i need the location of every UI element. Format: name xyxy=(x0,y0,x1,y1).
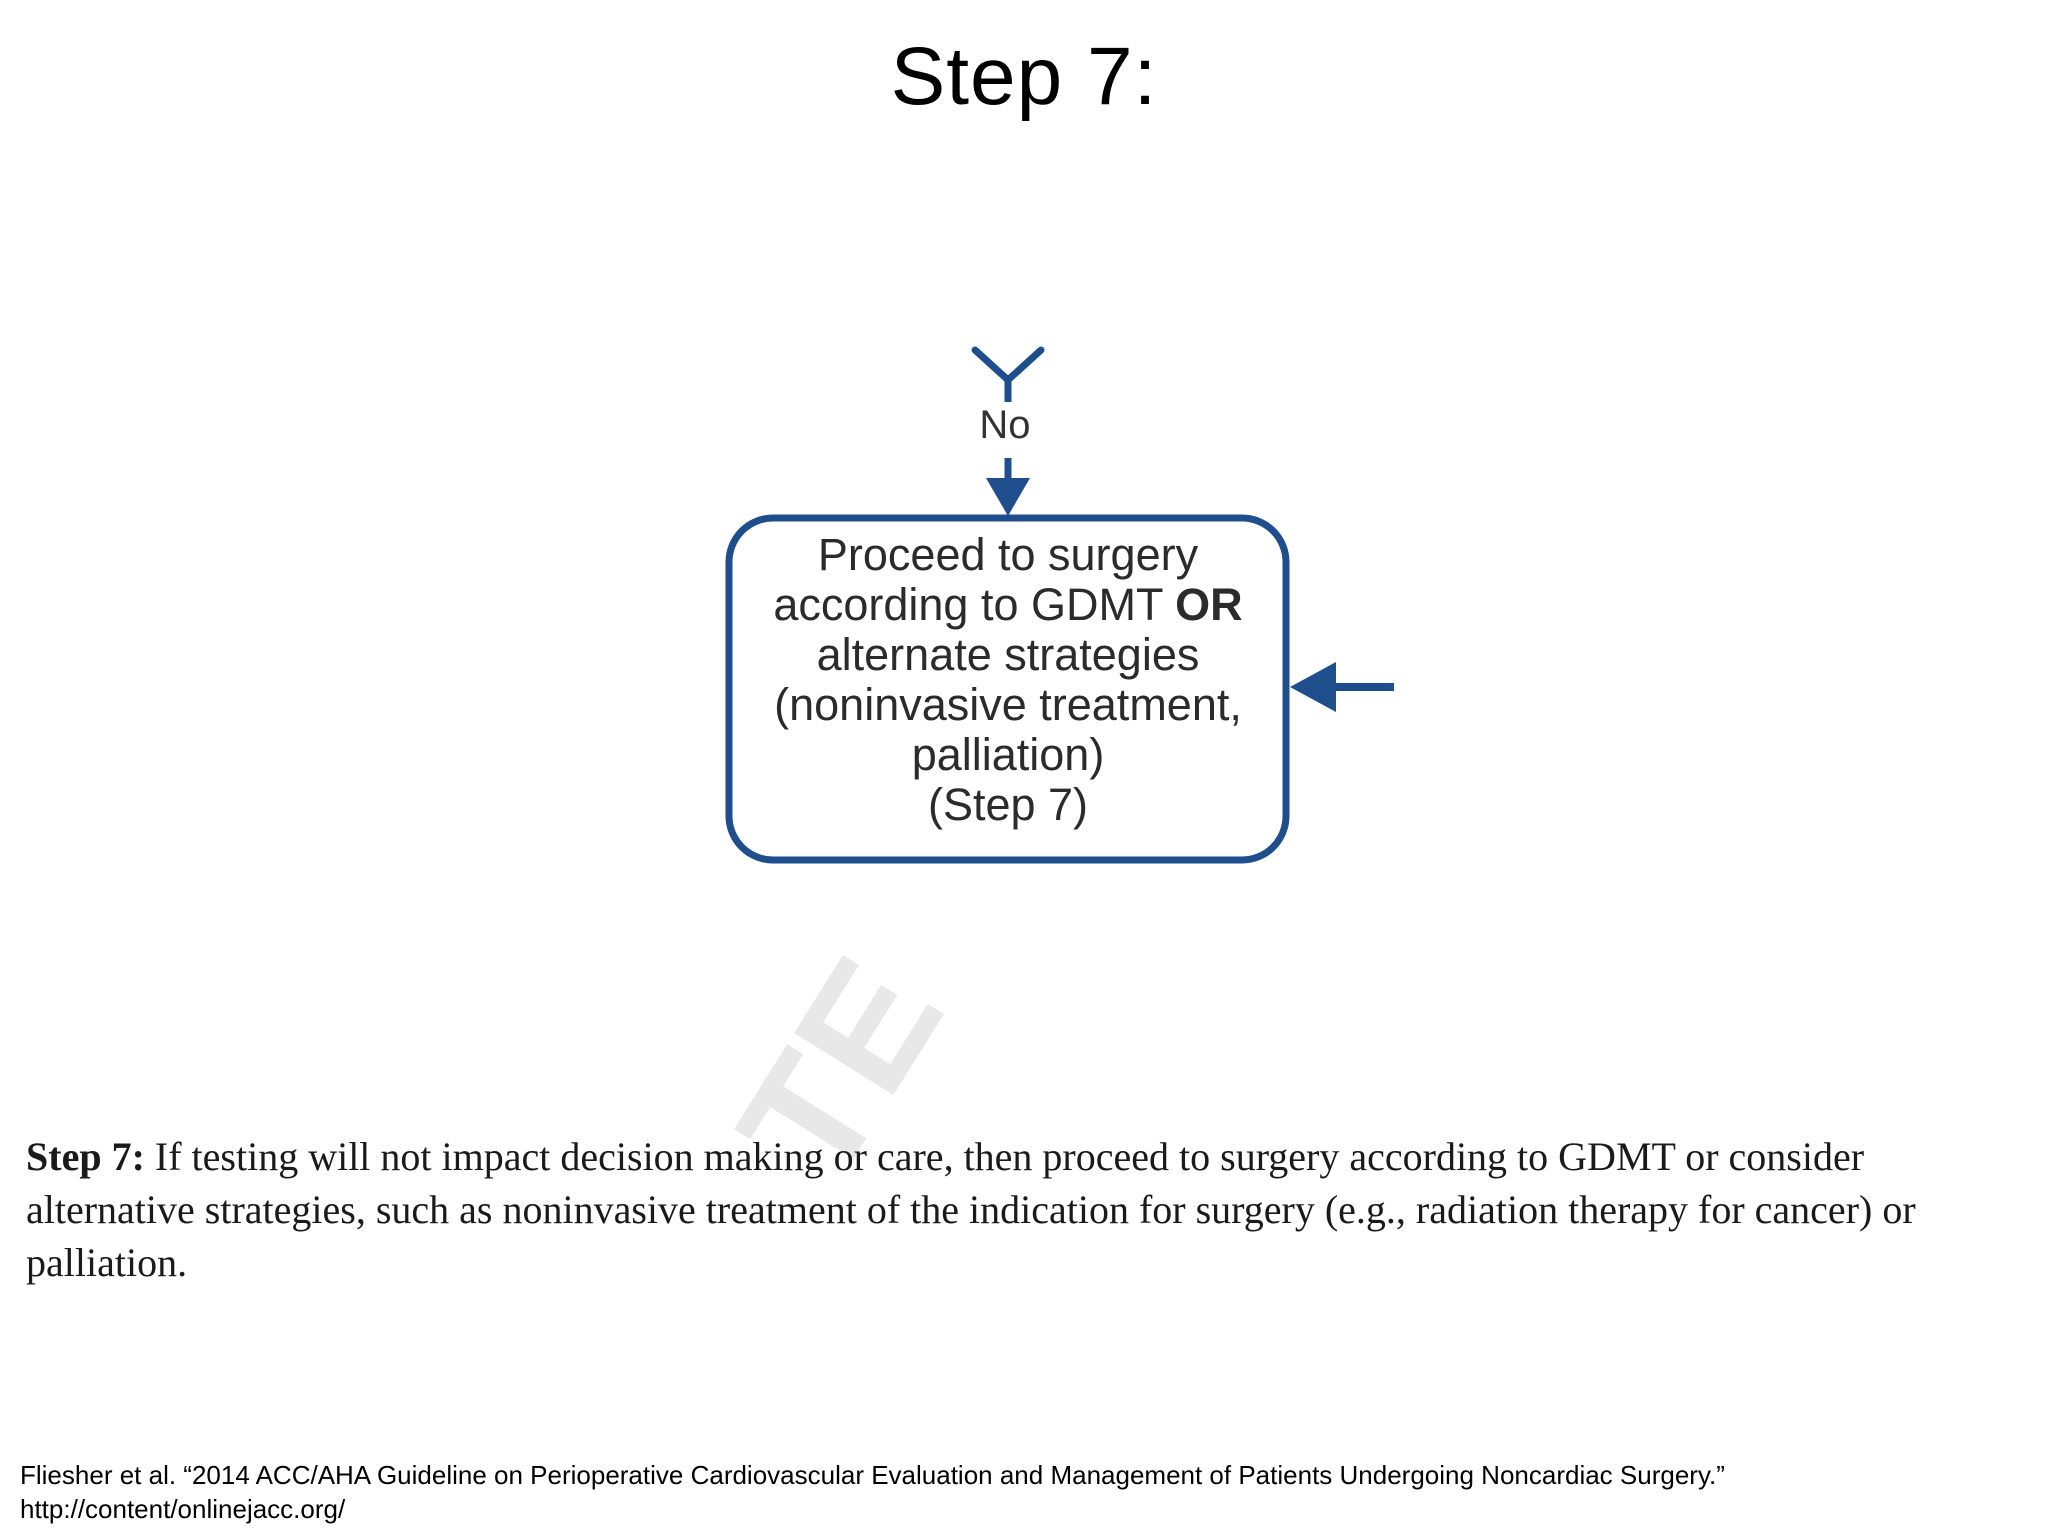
node-line-6: (Step 7) xyxy=(927,779,1089,830)
citation: Fliesher et al. “2014 ACC/AHA Guideline … xyxy=(20,1458,2020,1526)
step-description-text: If testing will not impact decision maki… xyxy=(26,1134,1916,1285)
process-node-text: Proceed to surgery according to GDMT OR … xyxy=(738,530,1278,830)
merge-connector xyxy=(971,346,1045,384)
node-line-3: alternate strategies xyxy=(816,629,1200,680)
node-line-5: palliation) xyxy=(911,729,1105,780)
citation-url[interactable]: http://content/onlinejacc.org/ xyxy=(20,1494,346,1524)
step-description-label: Step 7: xyxy=(26,1134,145,1179)
node-line-2-bold: OR xyxy=(1175,579,1243,630)
down-arrow-head xyxy=(986,478,1030,516)
node-line-1: Proceed to surgery xyxy=(817,529,1199,580)
citation-reference: Fliesher et al. “2014 ACC/AHA Guideline … xyxy=(20,1460,1725,1490)
node-line-4: (noninvasive treatment, xyxy=(774,679,1242,730)
node-line-2-text: according to GDMT xyxy=(773,579,1176,630)
edge-label-no: No xyxy=(979,403,1031,447)
left-arrow-head xyxy=(1290,662,1336,712)
node-line-2: according to GDMT OR xyxy=(738,580,1278,630)
slide-title: Step 7: xyxy=(890,31,1158,122)
step-description: Step 7: If testing will not impact decis… xyxy=(26,1130,2016,1289)
